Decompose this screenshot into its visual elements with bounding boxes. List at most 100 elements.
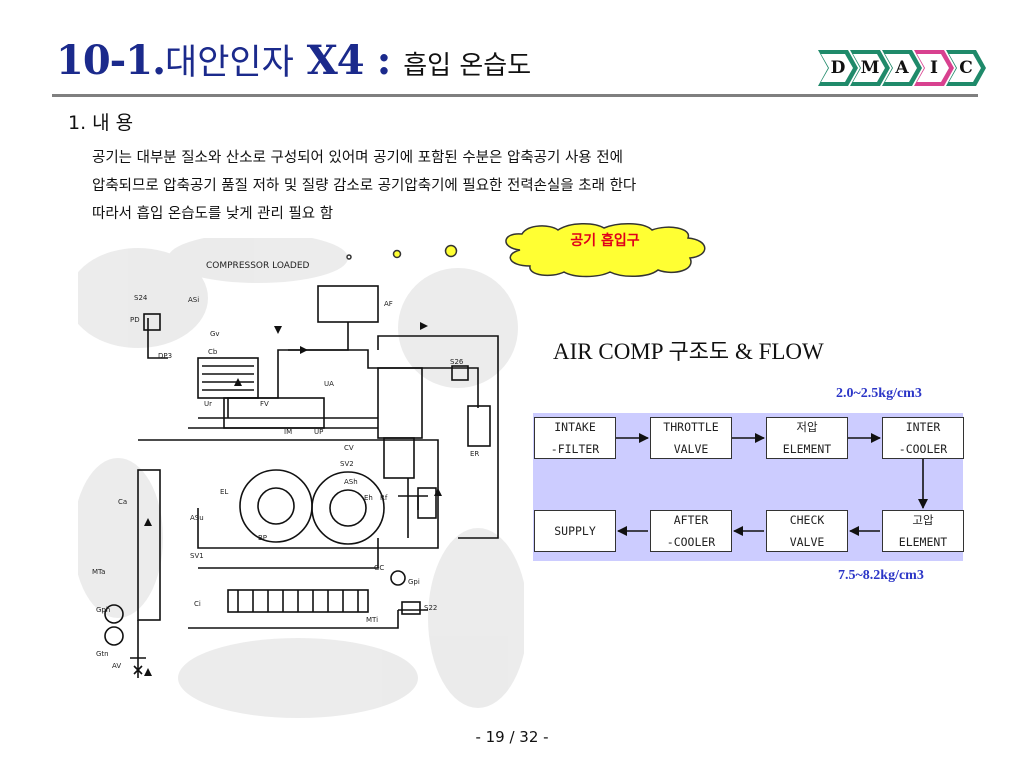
label-s22: S22 [424,604,437,612]
flow-title: AIR COMP 구조도 & FLOW [553,334,824,366]
label-mti: MTi [366,616,378,624]
upper-pipe [288,349,479,408]
s26-box [451,365,469,381]
bg-blob [178,638,418,718]
receiver-tank-ca [137,469,161,621]
bg-blob [428,528,524,708]
gauge-gph [104,604,124,624]
element-lp [239,469,313,543]
cooler-coil [202,365,254,391]
dmaic-letter-d: D [830,58,846,78]
title-korean: 대안인자 [165,43,294,83]
label-cv: CV [344,444,354,452]
flow-arrow [434,488,442,496]
label-ash: ASh [344,478,358,486]
body-line-1: 공기는 대부분 질소와 산소로 구성되어 있어며 공기에 포함된 수분은 압축공… [92,150,623,166]
callout-cloud-icon [505,223,706,278]
dmaic-step-a: A [882,50,922,86]
label-av: AV [112,662,121,670]
check-block [417,487,437,519]
flow-box-intercooler: INTER-COOLER [882,417,964,459]
check-stem [398,478,428,538]
schematic-labels: S24 PD DP3 ASi AF Gv Cb UA Ur FV UP IM C… [92,294,479,670]
arrow-chevron-icon [818,50,858,86]
outer-pipe-top [377,335,499,539]
page-number: - 19 / 32 - [475,728,549,746]
box-line: 고압 [912,513,934,527]
label-asu: ASu [190,514,204,522]
dmaic-step-m: M [850,50,890,86]
bg-blob [78,458,163,618]
compressor-schematic: COMPRESSOR LOADED [78,238,524,718]
box-line: SUPPLY [554,524,596,538]
dmaic-letter-m: M [860,58,880,78]
bg-blob [78,248,208,348]
title-divider [52,94,978,97]
callout-text: 공기 흡입구 [570,233,640,249]
cooler-block-cb [197,357,259,399]
main-frame [138,439,439,549]
page-title: 10-1.대안인자 X4 : 흡입 온습도 [56,34,531,85]
aftercooler-fins [237,590,359,612]
er-box [467,405,491,447]
label-cb: Cb [208,348,218,356]
dmaic-step-d: D [818,50,858,86]
bg-blob [168,238,348,283]
gauge-gpi [390,570,406,586]
element-hp [311,471,385,545]
flow-arrow [274,326,282,334]
flow-arrow [420,322,428,330]
label-af: AF [384,300,393,308]
box-line: ELEMENT [782,442,832,456]
dmaic-m-inner [853,54,885,82]
label-gc: GC [374,564,384,572]
arrow-chevron-icon [882,50,922,86]
body-line-2: 압축되므로 압축공기 품질 저하 및 질량 감소로 공기압축기에 필요한 전력손… [92,178,637,194]
sensor-s22 [401,601,421,615]
element-lp-rotor [257,487,295,525]
box-line: VALVE [673,442,709,456]
label-up: UP [314,428,323,436]
label-rf: Rf [380,494,388,502]
label-gph: Gph [96,606,110,614]
label-gtn: Gtn [96,650,109,658]
label-gpi: Gpi [408,578,420,586]
title-number: 10-1. [56,37,166,84]
box-line: -FILTER [550,442,600,456]
label-s24: S24 [134,294,148,302]
pipe-gc [198,538,379,569]
dmaic-letter-c: C [959,58,973,78]
valve-block [377,367,423,439]
flow-arrow [144,668,152,676]
label-bp: BP [258,534,267,542]
arrow-chevron-icon [946,50,986,86]
dmaic-letter-a: A [895,58,909,78]
schematic-background [78,238,524,718]
cloud-shape [505,223,706,278]
label-el: EL [220,488,228,496]
box-line: -COOLER [898,442,948,456]
flow-title-tail: & FLOW [729,339,824,364]
label-mta: MTa [92,568,105,576]
label-sv2: SV2 [340,460,354,468]
label-s26: S26 [450,358,464,366]
dp-line [147,318,168,359]
flow-valve [223,397,325,429]
box-line: -COOLER [666,535,716,549]
label-fv: FV [260,400,269,408]
title-x4: X4 : [293,37,404,84]
label-gv: Gv [210,330,220,338]
label-ua: UA [324,380,334,388]
pipe-lower [188,609,428,629]
schematic-lines [104,285,499,678]
flow-title-main: AIR COMP [553,339,669,364]
dmaic-c-inner [949,54,981,82]
drain-line [130,620,146,678]
element-hp-rotor [329,489,367,527]
dmaic-step-c: C [946,50,986,86]
pressure-low-label: 2.0~2.5kg/cm3 [836,386,922,401]
label-ur: Ur [204,400,212,408]
section-heading: 1. 내 용 [68,112,134,134]
dmaic-step-i: I [914,50,954,86]
